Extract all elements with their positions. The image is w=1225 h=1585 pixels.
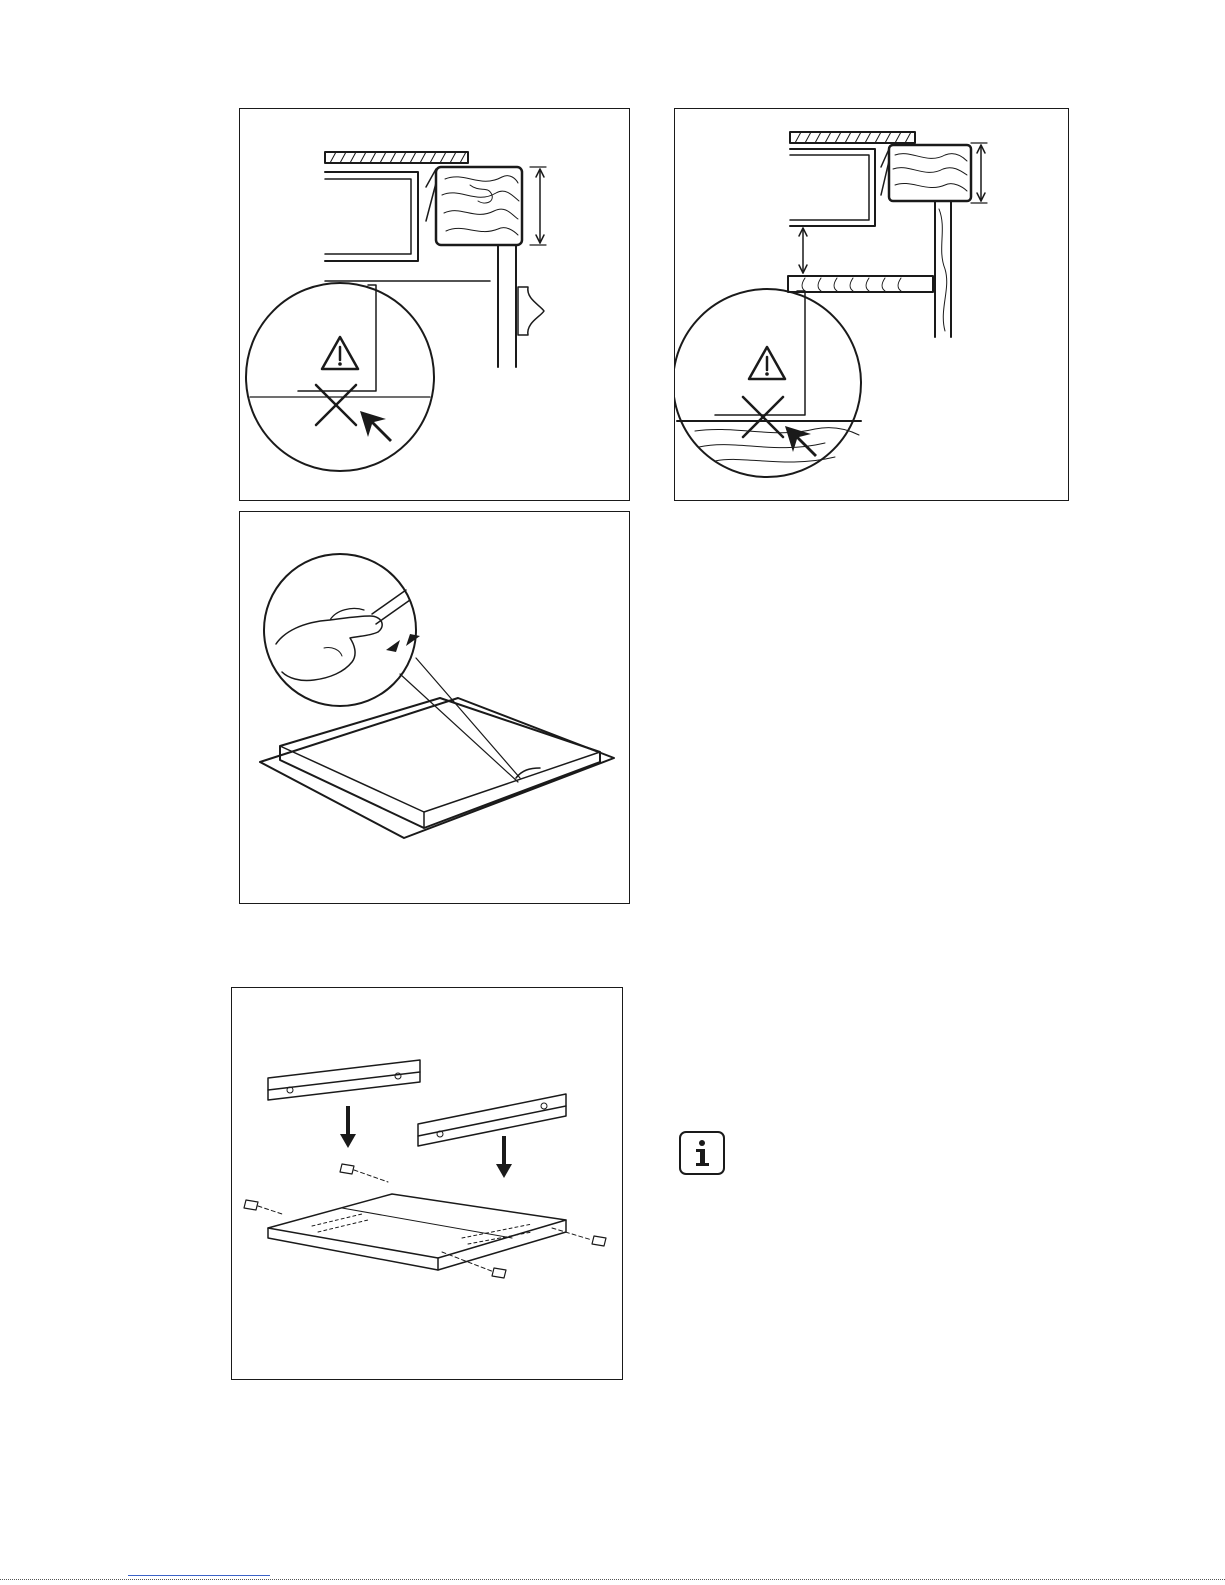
down-arrow-icon xyxy=(496,1136,512,1178)
warning-icon xyxy=(322,337,358,369)
screw-icon xyxy=(552,1228,606,1246)
footer-link-underline[interactable] xyxy=(128,1575,270,1576)
footer-divider xyxy=(0,1579,1225,1580)
brackets-drawing xyxy=(232,988,624,1381)
installation-figure-shelf-gap xyxy=(674,108,1069,501)
wood-grain xyxy=(442,176,519,235)
shelf-gap-drawing xyxy=(675,109,1070,502)
screw-icon xyxy=(244,1200,282,1214)
installation-figure-brackets xyxy=(231,987,623,1380)
warning-icon xyxy=(749,347,785,379)
arrow-icon xyxy=(785,426,817,457)
worktop-hatching xyxy=(330,152,466,163)
arrow-icon xyxy=(360,411,392,442)
cabinet-gap-drawing xyxy=(240,109,631,502)
worktop-hatching xyxy=(795,132,911,143)
installation-figure-cabinet-gap xyxy=(239,108,630,501)
screw-icon xyxy=(442,1252,506,1278)
hand-icon xyxy=(276,590,410,681)
screw-icon xyxy=(340,1164,388,1182)
info-glyph xyxy=(681,1133,723,1173)
installation-figure-seal xyxy=(239,511,630,904)
seal-drawing xyxy=(240,512,631,905)
cross-icon xyxy=(743,397,783,437)
wood-grain xyxy=(893,154,967,191)
info-icon xyxy=(679,1131,725,1175)
down-arrow-icon xyxy=(340,1106,356,1148)
